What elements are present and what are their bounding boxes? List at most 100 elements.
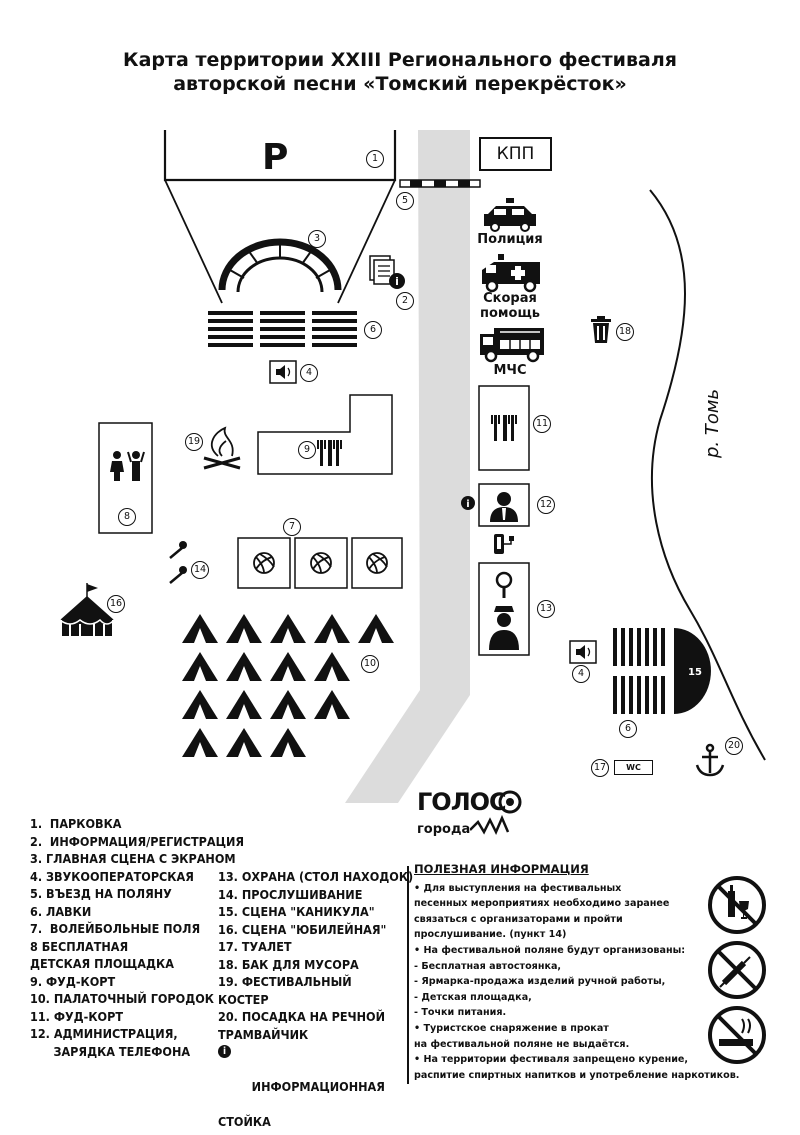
legend-item: ЗАРЯДКА ТЕЛЕФОНА xyxy=(30,1043,191,1059)
marker-17: 17 xyxy=(591,759,609,777)
marker-1: 1 xyxy=(366,150,384,168)
marker-6b: 6 xyxy=(619,720,637,738)
no-smoking-icon xyxy=(708,1006,766,1064)
guard-icon xyxy=(489,606,519,650)
useful-info-line: на фестивальной поляне не выдаётся. xyxy=(414,1038,630,1050)
food-court-9 xyxy=(257,394,393,475)
marker-10: 10 xyxy=(361,655,379,673)
useful-info-line: распитие спиртных напитков и употреблени… xyxy=(414,1069,740,1081)
legend-item: 4. ЗВУКООПЕРАТОРСКАЯ xyxy=(30,868,194,884)
fire-truck-icon xyxy=(480,328,544,363)
marker-7: 7 xyxy=(283,518,301,536)
marker-5: 5 xyxy=(396,192,414,210)
marker-9: 9 xyxy=(298,441,316,459)
useful-info-line: - Ярмарка-продажа изделий ручной работы, xyxy=(414,976,666,988)
info-circle-icon: i xyxy=(218,1045,231,1058)
legend-item: 19. ФЕСТИВАЛЬНЫЙ xyxy=(218,974,352,989)
marker-18: 18 xyxy=(616,323,634,341)
trash-can-icon xyxy=(591,316,611,343)
svg-text:i: i xyxy=(395,275,399,288)
marker-8: 8 xyxy=(118,508,136,526)
volleyball-fields xyxy=(237,537,403,589)
info-stand-icon: i xyxy=(461,496,475,510)
barrier-icon xyxy=(399,179,481,188)
legend-item: КОСТЕР xyxy=(218,991,269,1007)
fork-knife-icon xyxy=(317,440,342,466)
bench-icon xyxy=(613,628,665,714)
fork-knife-icon xyxy=(491,415,517,441)
useful-info-line: - Точки питания. xyxy=(414,1007,507,1019)
mchs-label: МЧС xyxy=(493,363,527,378)
title-line-2: авторской песни «Томский перекрёсток» xyxy=(173,73,627,95)
svg-text:i: i xyxy=(466,499,469,510)
volleyball-icon xyxy=(253,552,388,574)
legend-item: 11. ФУД-КОРТ xyxy=(30,1008,124,1024)
legend-item: 13. ОХРАНА (СТОЛ НАХОДОК) xyxy=(218,869,414,884)
administrator-icon xyxy=(490,492,518,522)
legend-item: 16. СЦЕНА "ЮБИЛЕЙНАЯ" xyxy=(218,921,387,937)
ambulance-label-line2: помощь xyxy=(479,306,541,321)
useful-info-line: • Туристское снаряжение в прокат xyxy=(414,1022,609,1034)
legend-item: 14. ПРОСЛУШИВАНИЕ xyxy=(218,886,363,902)
marker-14: 14 xyxy=(191,561,209,579)
children-icon xyxy=(110,451,145,481)
legend-item: 2. ИНФОРМАЦИЯ/РЕГИСТРАЦИЯ xyxy=(30,833,245,849)
useful-info: ПОЛЕЗНАЯ ИНФОРМАЦИЯ • Для выступления на… xyxy=(414,862,744,1083)
useful-info-line: • На фестивальной поляне будут организов… xyxy=(414,944,686,956)
parking-letter: P xyxy=(262,137,289,178)
magnifier-icon xyxy=(495,571,513,598)
river-label: р. Томь xyxy=(702,388,723,458)
ambulance-icon xyxy=(482,254,540,293)
useful-info-line: - Детская площадка, xyxy=(414,991,532,1003)
marker-3: 3 xyxy=(308,230,326,248)
legend-item: 20. ПОСАДКА НА РЕЧНОЙ xyxy=(218,1009,386,1024)
legend-item: ДЕТСКАЯ ПЛОЩАДКА xyxy=(30,956,174,971)
legend-item: 5. ВЪЕЗД НА ПОЛЯНУ xyxy=(30,886,172,901)
useful-info-title: ПОЛЕЗНАЯ ИНФОРМАЦИЯ xyxy=(414,862,589,876)
useful-info-line: • Для выступления на фестивальных xyxy=(414,882,622,894)
stage-15-label: 15 xyxy=(688,667,702,678)
legend-item: 17. ТУАЛЕТ xyxy=(218,939,292,954)
charger-icon xyxy=(494,534,514,554)
legend-item: 10. ПАЛАТОЧНЫЙ ГОРОДОК xyxy=(30,991,214,1006)
prohibition-icons xyxy=(708,876,766,1064)
no-drugs-icon xyxy=(708,941,766,999)
bench-icon xyxy=(208,311,357,347)
title-line-1: Карта территории XXIII Регионального фес… xyxy=(123,49,677,71)
legend-column-2: 13. ОХРАНА (СТОЛ НАХОДОК) 14. ПРОСЛУШИВА… xyxy=(218,868,413,1131)
divider xyxy=(407,866,409,1084)
marker-2: 2 xyxy=(396,292,414,310)
police-label: Полиция xyxy=(477,232,543,247)
ambulance-label-line1: Скорая xyxy=(483,291,537,306)
anchor-icon xyxy=(695,743,725,777)
marker-4: 4 xyxy=(300,364,318,382)
speaker-icon xyxy=(569,640,597,664)
marker-16: 16 xyxy=(107,595,125,613)
marker-19: 19 xyxy=(185,433,203,451)
legend-item: 15. СЦЕНА "КАНИКУЛА" xyxy=(218,904,375,919)
marker-12: 12 xyxy=(537,496,555,514)
legend-item: ТРАМВАЙЧИК xyxy=(218,1026,309,1042)
map-title: Карта территории XXIII Регионального фес… xyxy=(0,48,800,96)
legend-info-item: i ИНФОРМАЦИОННАЯ xyxy=(218,1043,413,1113)
campfire-icon xyxy=(203,426,241,470)
stage-arch-icon xyxy=(218,238,342,293)
info-stand-icon: i xyxy=(369,255,405,289)
marker-6: 6 xyxy=(364,321,382,339)
logo-goroda: города xyxy=(417,822,471,837)
marker-20: 20 xyxy=(725,737,743,755)
checkpoint-label: КПП xyxy=(479,137,552,171)
police-car-icon xyxy=(484,198,536,232)
ambulance-label: Скорая помощь xyxy=(470,291,550,321)
logo-golos: ГОЛОС xyxy=(417,788,507,816)
legend-info-line2: СТОЙКА xyxy=(218,1114,271,1129)
legend-column-1: 1. ПАРКОВКА 2. ИНФОРМАЦИЯ/РЕГИСТРАЦИЯ 3.… xyxy=(30,815,244,1060)
legend-item: 7. ВОЛЕЙБОЛЬНЫЕ ПОЛЯ xyxy=(30,921,201,936)
marker-13: 13 xyxy=(537,600,555,618)
useful-info-line: - Бесплатная автостоянка, xyxy=(414,960,562,972)
legend-item: 12. АДМИНИСТРАЦИЯ, xyxy=(30,1026,178,1041)
useful-info-line: связаться с организаторами и пройти xyxy=(414,913,623,925)
logo-mark xyxy=(470,790,522,835)
legend-item: 8 БЕСПЛАТНАЯ xyxy=(30,938,129,954)
